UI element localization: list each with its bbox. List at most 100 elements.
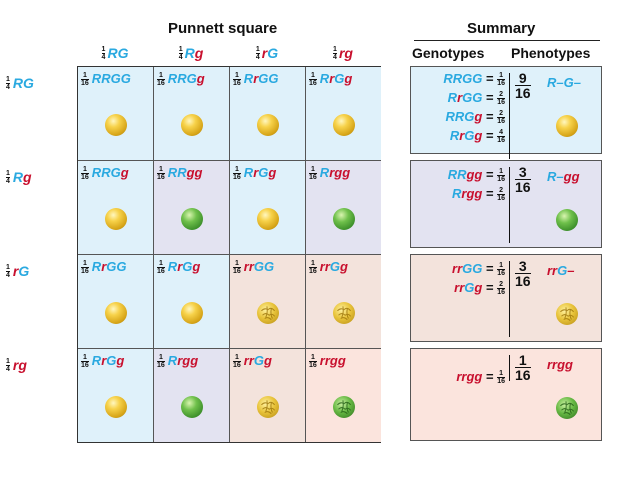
fraction-numerator: 2 [497,110,505,117]
fraction-denominator: 16 [497,136,505,144]
fraction-denominator: 4 [6,177,10,185]
yellow-wrinkled-pea-icon [257,396,279,418]
genotype-text: RRgg [168,165,203,180]
fraction-denominator: 16 [309,267,317,275]
phenotype-part: rr [547,263,557,278]
yellow-round-pea-icon [105,396,127,418]
equals-sign: = [482,261,497,276]
genotype-text: rrgg [320,353,346,368]
fraction-numerator: 1 [233,260,241,267]
cell-genotype-label: 116rrGG [233,259,274,275]
fraction-denominator: 16 [81,267,89,275]
yellow-round-pea-icon [556,115,578,137]
ratio-fraction: 316 [515,259,531,288]
yellow-round-pea-icon [257,114,279,136]
yellow-round-pea-icon [105,302,127,324]
allele-1: R [13,75,23,91]
equals-sign: = [482,109,497,124]
fraction-numerator: 1 [515,353,531,367]
row-header-4: 14rg [6,354,76,376]
genotype-text: RRgg [448,167,483,182]
green-round-pea-icon [181,208,203,230]
allele-2: g [195,45,204,61]
genotype-text: Rrgg [452,186,482,201]
fraction-numerator: 1 [81,166,89,173]
sixteenth-fraction: 116 [233,354,241,369]
punnett-cell: 116RRGg [78,161,154,255]
phenotype-part: rrgg [547,357,573,372]
allele-2: G [23,75,34,91]
fraction-denominator: 4 [256,53,260,61]
phenotype-part: – [556,169,563,184]
cell-genotype-label: 116Rrgg [309,165,350,181]
summary-row-3: rrGG = 116rrGg = 216316rrG– [410,254,602,342]
quarter-fraction: 14 [6,76,10,91]
phenotype-part: R [547,169,556,184]
fraction-numerator: 1 [179,46,183,53]
fraction-denominator: 16 [157,79,165,87]
fraction-denominator: 16 [515,273,531,288]
summary-row-4: rrgg = 116116rrgg [410,348,602,441]
equals-sign: = [482,167,497,182]
sixteenth-fraction: 116 [157,260,165,275]
genotype-text: rrGg [244,353,272,368]
equals-sign: = [482,369,497,384]
green-round-pea-icon [181,396,203,418]
fraction-denominator: 16 [233,361,241,369]
fraction-numerator: 1 [6,76,10,83]
allele-2: G [267,45,278,61]
allele-2: g [23,169,32,185]
punnett-cell: 116RrGG [230,67,306,161]
fraction-denominator: 16 [233,267,241,275]
summary-row-2: RRgg = 116Rrgg = 216316R–gg [410,160,602,248]
genotype-text: RrGG [244,71,279,86]
genotype-fraction: 216 [497,187,505,202]
yellow-round-pea-icon [257,208,279,230]
summary-genotype-line: rrgg = 116 [456,369,505,385]
fraction-numerator: 1 [497,262,505,269]
allele-1: R [13,169,23,185]
fraction-denominator: 16 [515,179,531,194]
allele-2: g [344,45,353,61]
fraction-numerator: 2 [497,91,505,98]
fraction-numerator: 1 [309,354,317,361]
sixteenth-fraction: 116 [233,260,241,275]
yellow-round-pea-icon [181,302,203,324]
fraction-numerator: 1 [6,358,10,365]
fraction-numerator: 1 [497,72,505,79]
genotype-fraction: 416 [497,129,505,144]
fraction-denominator: 16 [233,173,241,181]
fraction-denominator: 16 [497,79,505,87]
genotype-text: RrGg [244,165,277,180]
fraction-numerator: 1 [333,46,337,53]
cell-genotype-label: 116RRGg [157,71,205,87]
punnett-cell: 116RRGG [78,67,154,161]
equals-sign: = [482,71,497,86]
genotype-text: rrGg [454,280,482,295]
equals-sign: = [482,128,497,143]
ratio-fraction: 116 [515,353,531,382]
quarter-fraction: 14 [6,358,10,373]
cell-genotype-label: 116RRGg [81,165,129,181]
fraction-numerator: 2 [497,187,505,194]
fraction-denominator: 16 [497,377,505,385]
phenotype-part: – [556,75,563,90]
fraction-denominator: 16 [157,173,165,181]
fraction-denominator: 16 [157,267,165,275]
